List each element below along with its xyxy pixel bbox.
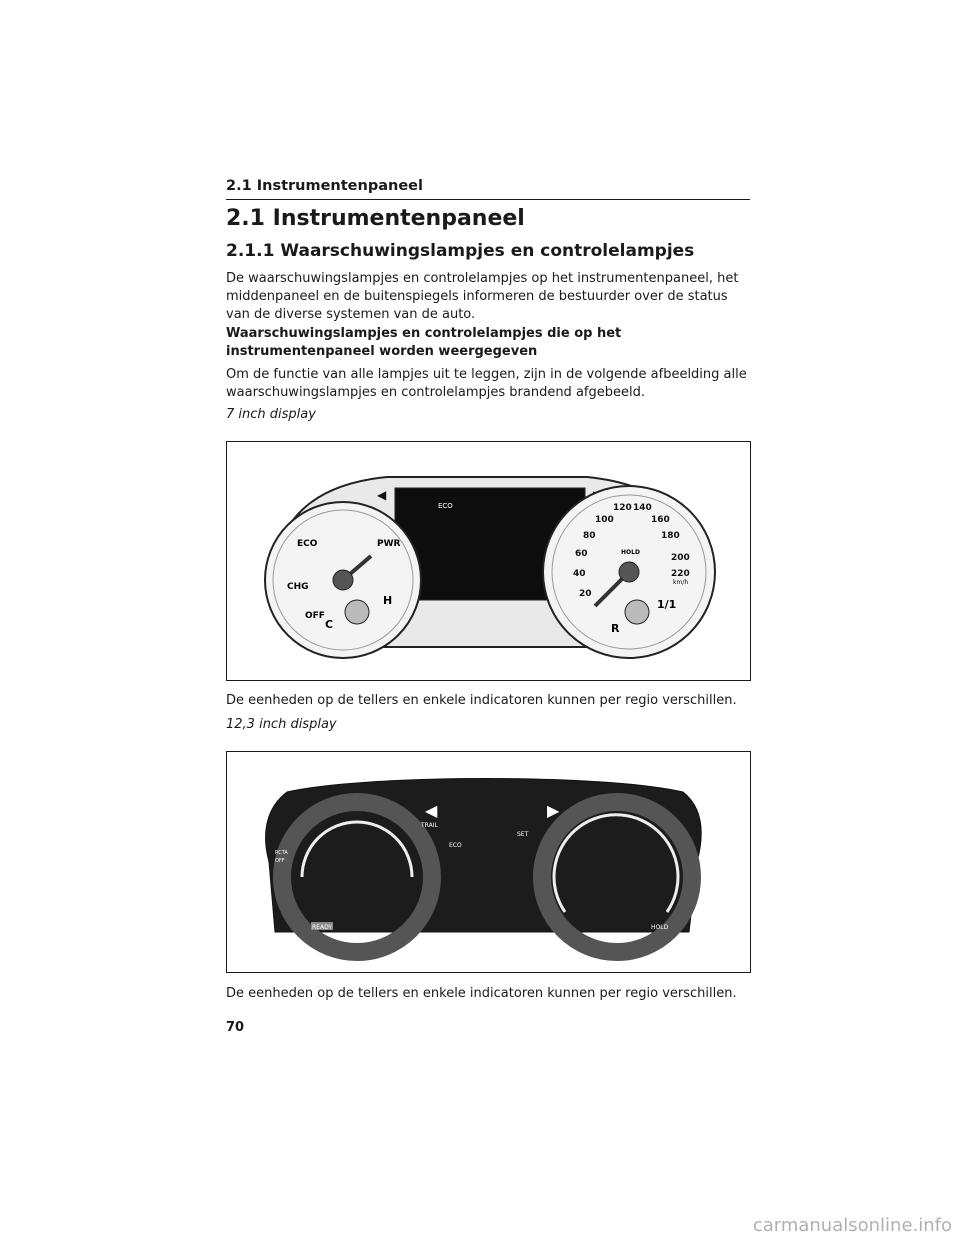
figure-12-3-inch: ◀ ▶ TRAIL ECO SET READY HOLD RCTA OFF <box>226 751 751 973</box>
intro-paragraph: De waarschuwingslampjes en controlelampj… <box>226 271 739 322</box>
speed-label-160: 160 <box>651 515 670 525</box>
speedometer-hub <box>618 561 640 583</box>
speed-label-40: 40 <box>573 569 586 579</box>
watermark: carmanualsonline.info <box>752 1215 952 1236</box>
left-turn-arrow-icon: ◀ <box>377 488 387 502</box>
figure-1-caption: De eenheden op de tellers en enkele indi… <box>226 693 737 708</box>
left-arc-inner <box>300 820 414 878</box>
speedometer-ring <box>551 494 707 650</box>
left-gauge-ring <box>272 509 414 651</box>
rcta-text: RCTA <box>275 850 288 856</box>
page-number: 70 <box>226 1020 245 1035</box>
hold-text: HOLD <box>651 924 669 931</box>
speed-label-220: 220 <box>671 569 690 579</box>
fuel-reserve-label: R <box>611 622 620 635</box>
figure-1-label: 7 inch display <box>226 407 316 422</box>
set-text: SET <box>517 831 529 838</box>
temp-hot-label: H <box>383 594 392 607</box>
left-turn-arrow-icon: ◀ <box>425 801 438 820</box>
center-eco-text: ECO <box>438 502 453 510</box>
right-arc <box>533 793 701 961</box>
fuel-full-label: 1/1 <box>657 598 676 611</box>
figure-7-inch: ◀ ▶ ECO ECO PWR CHG OFF C H 20 40 60 80 … <box>226 441 751 681</box>
dark-panel <box>265 778 702 933</box>
figure-2-caption: De eenheden op de tellers en enkele indi… <box>226 986 737 1001</box>
gauge-label-off: OFF <box>305 611 325 621</box>
speed-label-200: 200 <box>671 553 690 563</box>
speed-label-60: 60 <box>575 549 588 559</box>
speed-label-100: 100 <box>595 515 614 525</box>
cluster-7-inch-illustration: ◀ ▶ ECO ECO PWR CHG OFF C H 20 40 60 80 … <box>264 476 716 659</box>
left-gauge-hub <box>332 569 354 591</box>
subsection-title: 2.1.1 Waarschuwingslampjes en controlela… <box>226 241 695 261</box>
left-arc <box>273 793 441 961</box>
temp-cold-label: C <box>325 618 333 631</box>
right-turn-arrow-icon: ▶ <box>547 801 560 820</box>
right-arc-inner <box>552 813 680 913</box>
off-text: OFF <box>275 858 285 864</box>
bold-heading: Waarschuwingslampjes en controlelampjes … <box>226 326 622 359</box>
speed-label-120: 120 <box>613 503 632 513</box>
temp-gauge-hub <box>344 599 370 625</box>
figure-2-label: 12,3 inch display <box>226 717 337 732</box>
header-rule <box>226 199 750 200</box>
cluster-12-3-inch-illustration: ◀ ▶ TRAIL ECO SET READY HOLD RCTA OFF <box>265 778 702 961</box>
explanation-paragraph: Om de functie van alle lampjes uit te le… <box>226 367 747 400</box>
speed-unit: km/h <box>673 579 688 586</box>
fuel-gauge-hub <box>624 599 650 625</box>
speed-label-20: 20 <box>579 589 592 599</box>
running-head: 2.1 Instrumentenpaneel <box>226 178 423 194</box>
gauge-label-eco: ECO <box>297 539 318 549</box>
speed-label-80: 80 <box>583 531 596 541</box>
section-title: 2.1 Instrumentenpaneel <box>226 206 525 231</box>
hold-indicator: HOLD <box>621 549 640 556</box>
eco-text: ECO <box>449 842 462 849</box>
gauge-label-chg: CHG <box>287 582 309 592</box>
ready-text: READY <box>312 924 332 931</box>
ready-badge <box>311 922 333 930</box>
speed-label-180: 180 <box>661 531 680 541</box>
trail-text: TRAIL <box>420 822 438 829</box>
speed-label-140: 140 <box>633 503 652 513</box>
gauge-label-pwr: PWR <box>377 539 401 549</box>
